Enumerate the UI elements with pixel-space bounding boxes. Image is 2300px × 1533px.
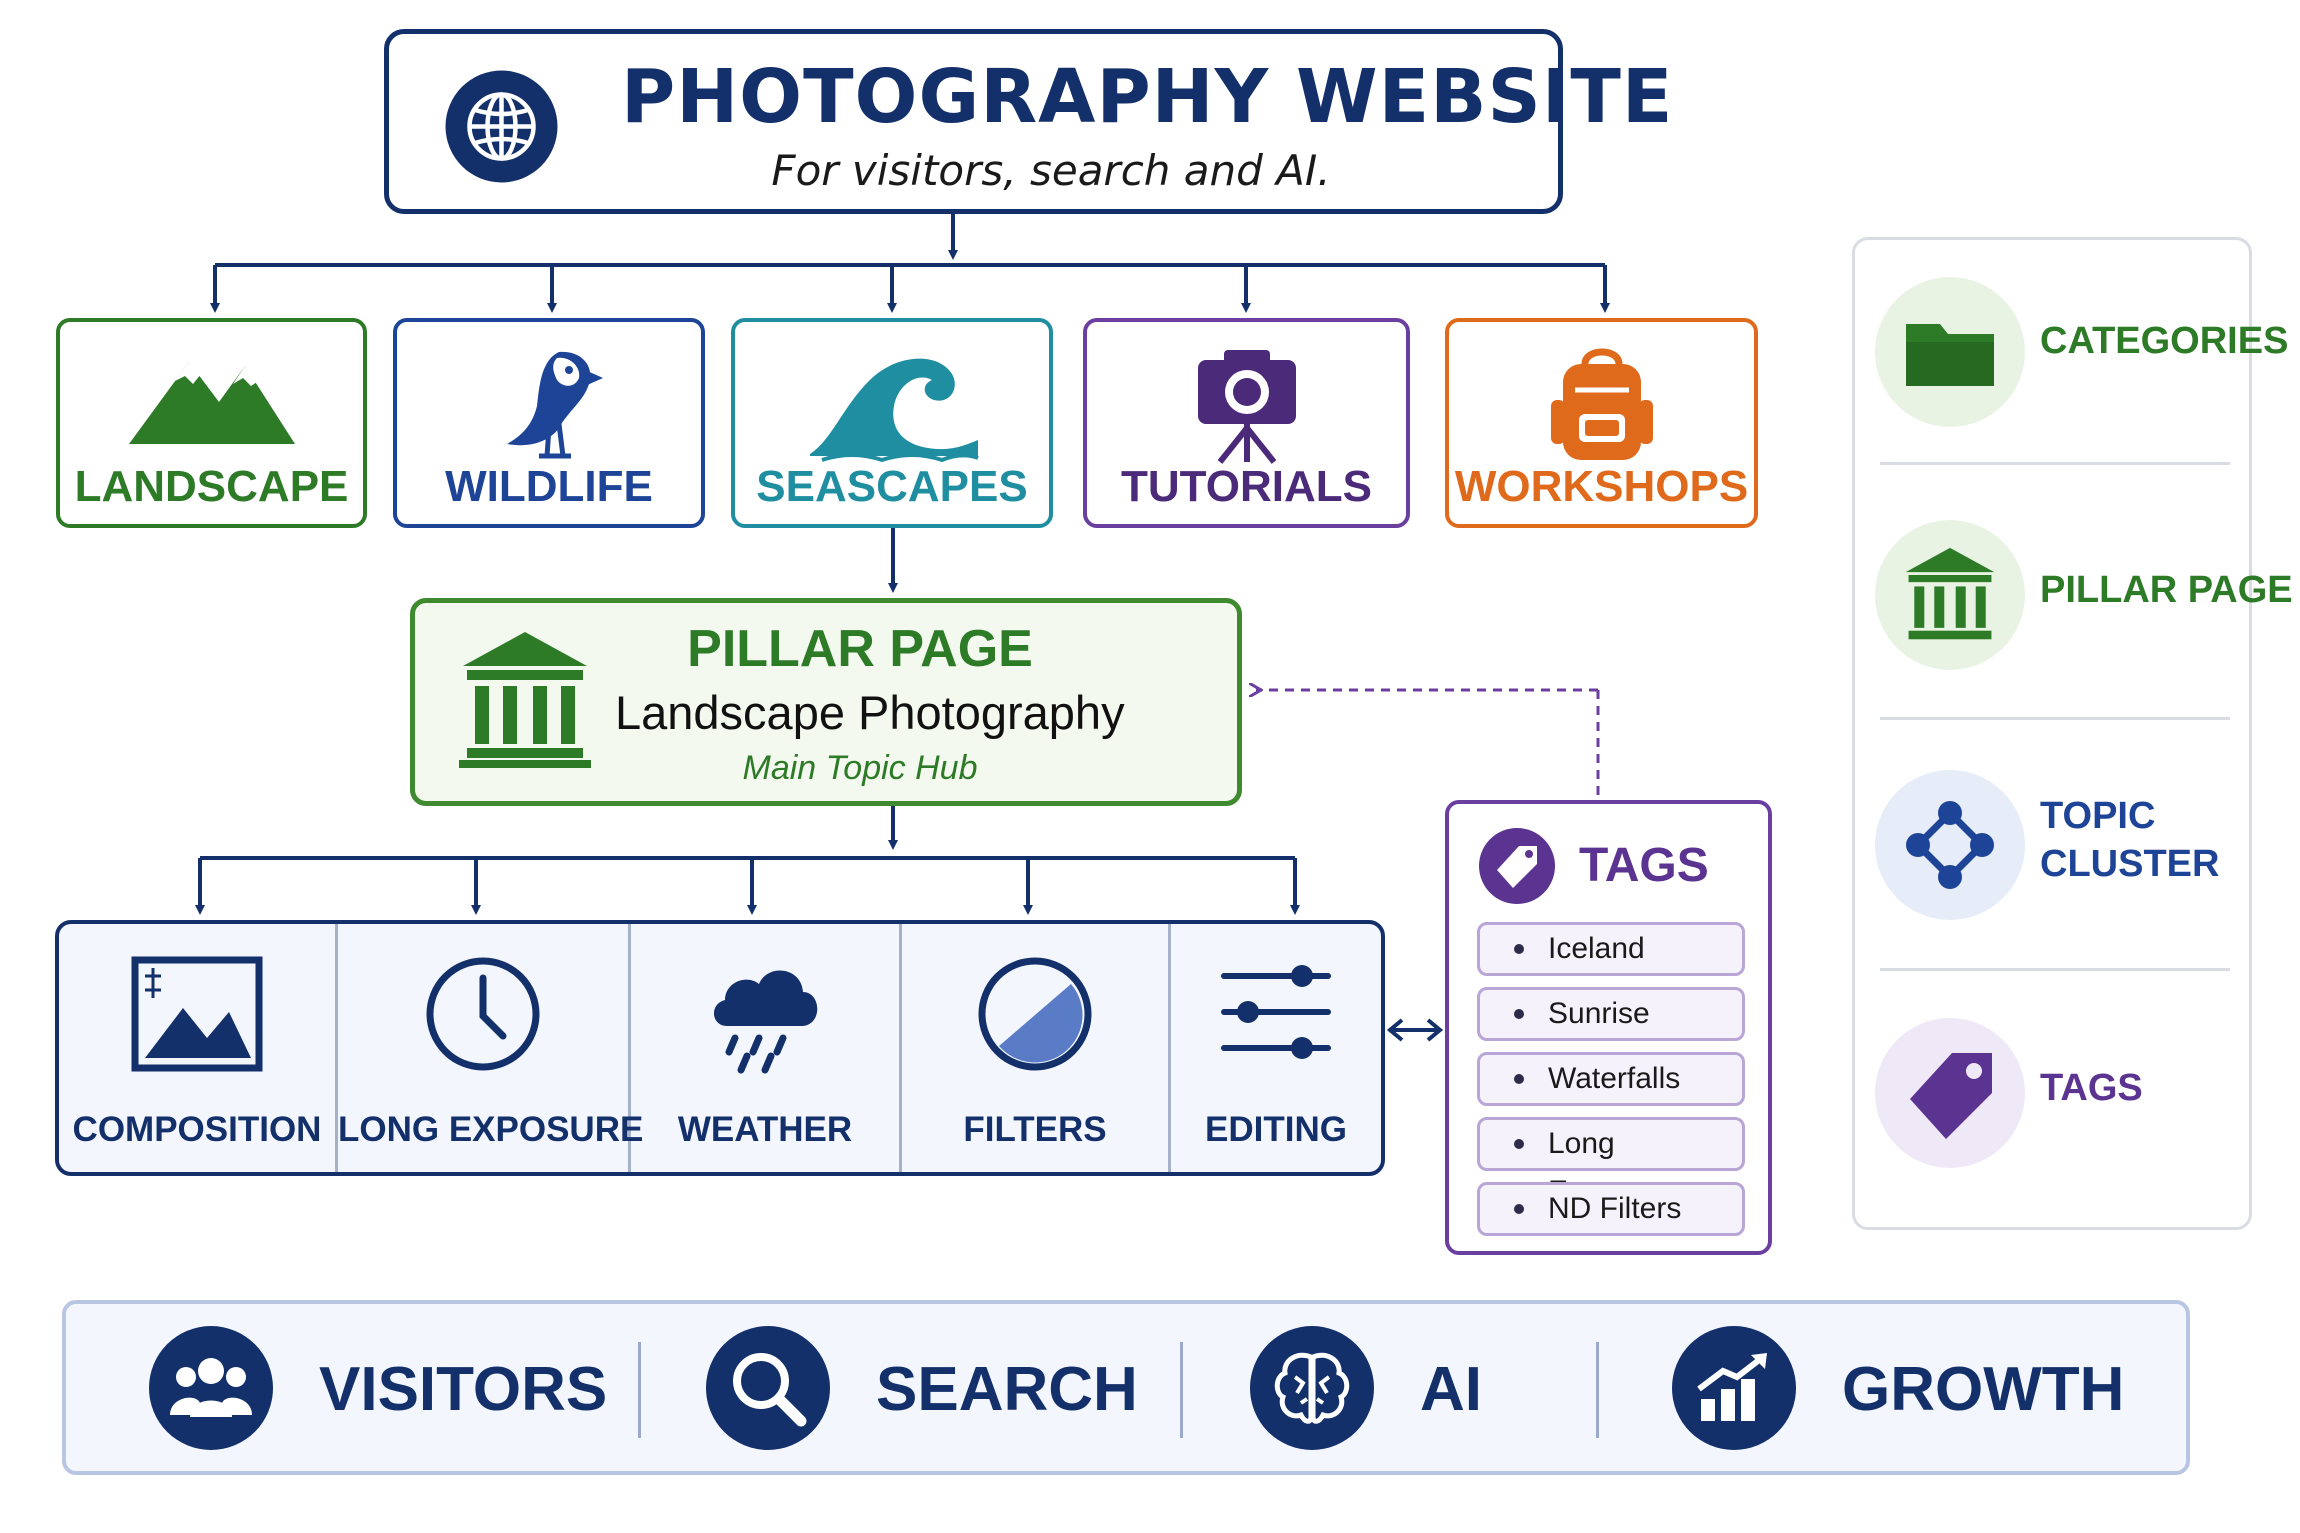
- bullet-icon: [1514, 1204, 1524, 1214]
- tag-item[interactable]: Long Exposure: [1477, 1117, 1745, 1208]
- topic-cluster-bar: COMPOSITION LONG EXPOSURE WEATHER: [55, 920, 1385, 1176]
- divider: [1168, 924, 1171, 1172]
- users-icon: [149, 1326, 273, 1450]
- globe-icon: [445, 70, 558, 183]
- brain-icon: [1250, 1326, 1374, 1450]
- topic-label: EDITING: [1205, 1110, 1347, 1149]
- topic-long-exposure[interactable]: LONG EXPOSURE: [338, 924, 644, 1172]
- divider: [1880, 968, 2230, 971]
- legend-pillar-page: PILLAR PAGE: [1875, 510, 2293, 680]
- mountain-icon: [60, 344, 363, 464]
- category-label: SEASCAPES: [756, 462, 1028, 511]
- tag-list: Iceland Sunrise Waterfalls Long Exposure…: [1477, 922, 1745, 1247]
- growth-chart-icon: [1672, 1326, 1796, 1450]
- audience-label: SEARCH: [876, 1355, 1138, 1424]
- legend-label-line2: CLUSTER: [2040, 843, 2220, 885]
- audience-label: AI: [1420, 1355, 1482, 1424]
- clock-icon: [338, 954, 628, 1084]
- topic-label: WEATHER: [677, 1110, 853, 1149]
- category-label: TUTORIALS: [1121, 462, 1372, 511]
- divider: [899, 924, 902, 1172]
- tag-item[interactable]: Waterfalls: [1477, 1052, 1745, 1106]
- category-card-landscape[interactable]: LANDSCAPE: [56, 318, 367, 528]
- cluster-icon: [1875, 770, 2025, 920]
- category-label: WILDLIFE: [445, 462, 653, 511]
- divider: [1180, 1342, 1183, 1438]
- divider: [1880, 717, 2230, 720]
- tag-icon: [1875, 1018, 2025, 1168]
- legend-tags: TAGS: [1875, 1008, 2235, 1178]
- audience-bar: VISITORS SEARCH AI: [62, 1300, 2190, 1475]
- audience-ai[interactable]: AI: [1250, 1304, 1530, 1472]
- tag-item[interactable]: Sunrise: [1477, 987, 1745, 1041]
- tags-box: TAGS Iceland Sunrise Waterfalls Long Exp…: [1445, 800, 1772, 1255]
- site-header-box: PHOTOGRAPHY WEBSITE For visitors, search…: [384, 29, 1674, 214]
- audience-label: GROWTH: [1842, 1355, 2125, 1424]
- audience-label: VISITORS: [319, 1355, 608, 1424]
- pillar-building-icon: [1875, 520, 2025, 670]
- folder-icon: [1875, 277, 2025, 427]
- search-icon: [706, 1326, 830, 1450]
- pillar-title: PILLAR PAGE: [687, 620, 1033, 678]
- tags-title: TAGS: [1579, 839, 1709, 892]
- audience-visitors[interactable]: VISITORS: [149, 1304, 607, 1472]
- rain-cloud-icon: [631, 954, 899, 1084]
- topic-filters[interactable]: FILTERS: [902, 924, 1168, 1172]
- legend-panel: CATEGORIES PILLAR PAGE: [1852, 237, 2293, 1230]
- divider: [628, 924, 631, 1172]
- topic-label: FILTERS: [963, 1110, 1107, 1149]
- legend-label: PILLAR PAGE: [2040, 569, 2293, 611]
- bullet-icon: [1514, 944, 1524, 954]
- backpack-icon: [1449, 344, 1754, 464]
- legend-label: CATEGORIES: [2040, 320, 2289, 362]
- pillar-page-box[interactable]: PILLAR PAGE Landscape Photography Main T…: [410, 598, 1242, 806]
- sliders-icon: [1171, 954, 1381, 1084]
- filter-icon: [902, 954, 1168, 1084]
- tag-item[interactable]: Iceland: [1477, 922, 1745, 976]
- legend-categories: CATEGORIES: [1875, 267, 2288, 437]
- pillar-hub-label: Main Topic Hub: [742, 749, 978, 787]
- legend-label: TAGS: [2040, 1067, 2143, 1109]
- pillar-building-icon: [459, 628, 591, 768]
- page-subtitle: For visitors, search and AI.: [771, 146, 1331, 195]
- divider: [638, 1342, 641, 1438]
- category-card-wildlife[interactable]: WILDLIFE: [393, 318, 705, 528]
- legend-topic-cluster: TOPIC CLUSTER: [1875, 760, 2235, 930]
- composition-icon: [59, 954, 335, 1084]
- category-label: LANDSCAPE: [74, 462, 349, 511]
- topic-editing[interactable]: EDITING: [1171, 924, 1381, 1172]
- category-label: WORKSHOPS: [1454, 462, 1749, 511]
- legend-label-line1: TOPIC: [2040, 795, 2156, 837]
- pillar-subtitle: Landscape Photography: [615, 686, 1125, 739]
- page-title: PHOTOGRAPHY WEBSITE: [621, 54, 1674, 140]
- category-card-tutorials[interactable]: TUTORIALS: [1083, 318, 1410, 528]
- topic-composition[interactable]: COMPOSITION: [59, 924, 335, 1172]
- bullet-icon: [1514, 1074, 1524, 1084]
- audience-search[interactable]: SEARCH: [706, 1304, 1138, 1472]
- camera-icon: [1087, 344, 1406, 464]
- bullet-icon: [1514, 1139, 1524, 1149]
- topic-weather[interactable]: WEATHER: [631, 924, 899, 1172]
- category-card-workshops[interactable]: WORKSHOPS: [1445, 318, 1758, 528]
- wave-icon: [735, 344, 1049, 464]
- divider: [1596, 1342, 1599, 1438]
- tag-item[interactable]: ND Filters: [1477, 1182, 1745, 1236]
- category-card-seascapes[interactable]: SEASCAPES: [731, 318, 1053, 528]
- divider: [335, 924, 338, 1172]
- topic-label: COMPOSITION: [72, 1110, 322, 1149]
- bullet-icon: [1514, 1009, 1524, 1019]
- divider: [1880, 462, 2230, 465]
- tag-icon: [1477, 826, 1557, 906]
- puffin-icon: [397, 344, 701, 464]
- audience-growth[interactable]: GROWTH: [1672, 1304, 2132, 1472]
- topic-label: LONG EXPOSURE: [338, 1110, 644, 1149]
